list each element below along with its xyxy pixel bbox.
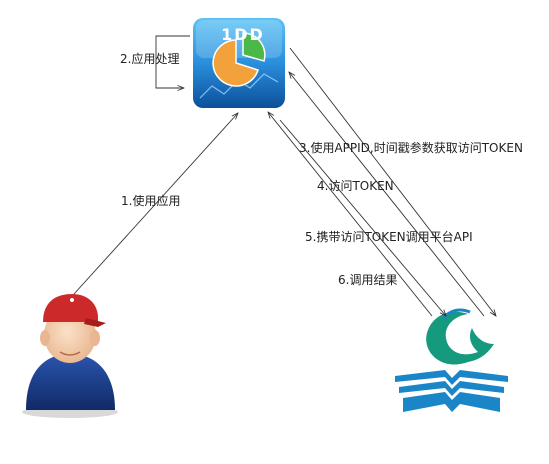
edge-s3	[289, 47, 496, 316]
user-avatar-icon	[22, 294, 118, 418]
step-label-1: 1.使用应用	[121, 193, 180, 208]
app-icon-text: 1DD	[221, 25, 265, 44]
step-label-2: 2.应用处理	[120, 51, 179, 66]
edge-s5	[279, 119, 446, 316]
edge-s6	[268, 112, 433, 317]
app-icon: 1DD	[193, 18, 285, 108]
step-label-3: 3.使用APPID,时间戳参数获取访问TOKEN	[299, 140, 523, 155]
step-label-6: 6.调用结果	[338, 273, 397, 287]
step-label-5: 5.携带访问TOKEN调用平台API	[305, 229, 473, 244]
edge-s1	[73, 113, 238, 295]
step-label-4: 4.访问TOKEN	[317, 179, 394, 193]
edge-s4	[289, 72, 485, 317]
platform-logo-icon	[395, 308, 508, 412]
edge-s2	[155, 35, 190, 88]
